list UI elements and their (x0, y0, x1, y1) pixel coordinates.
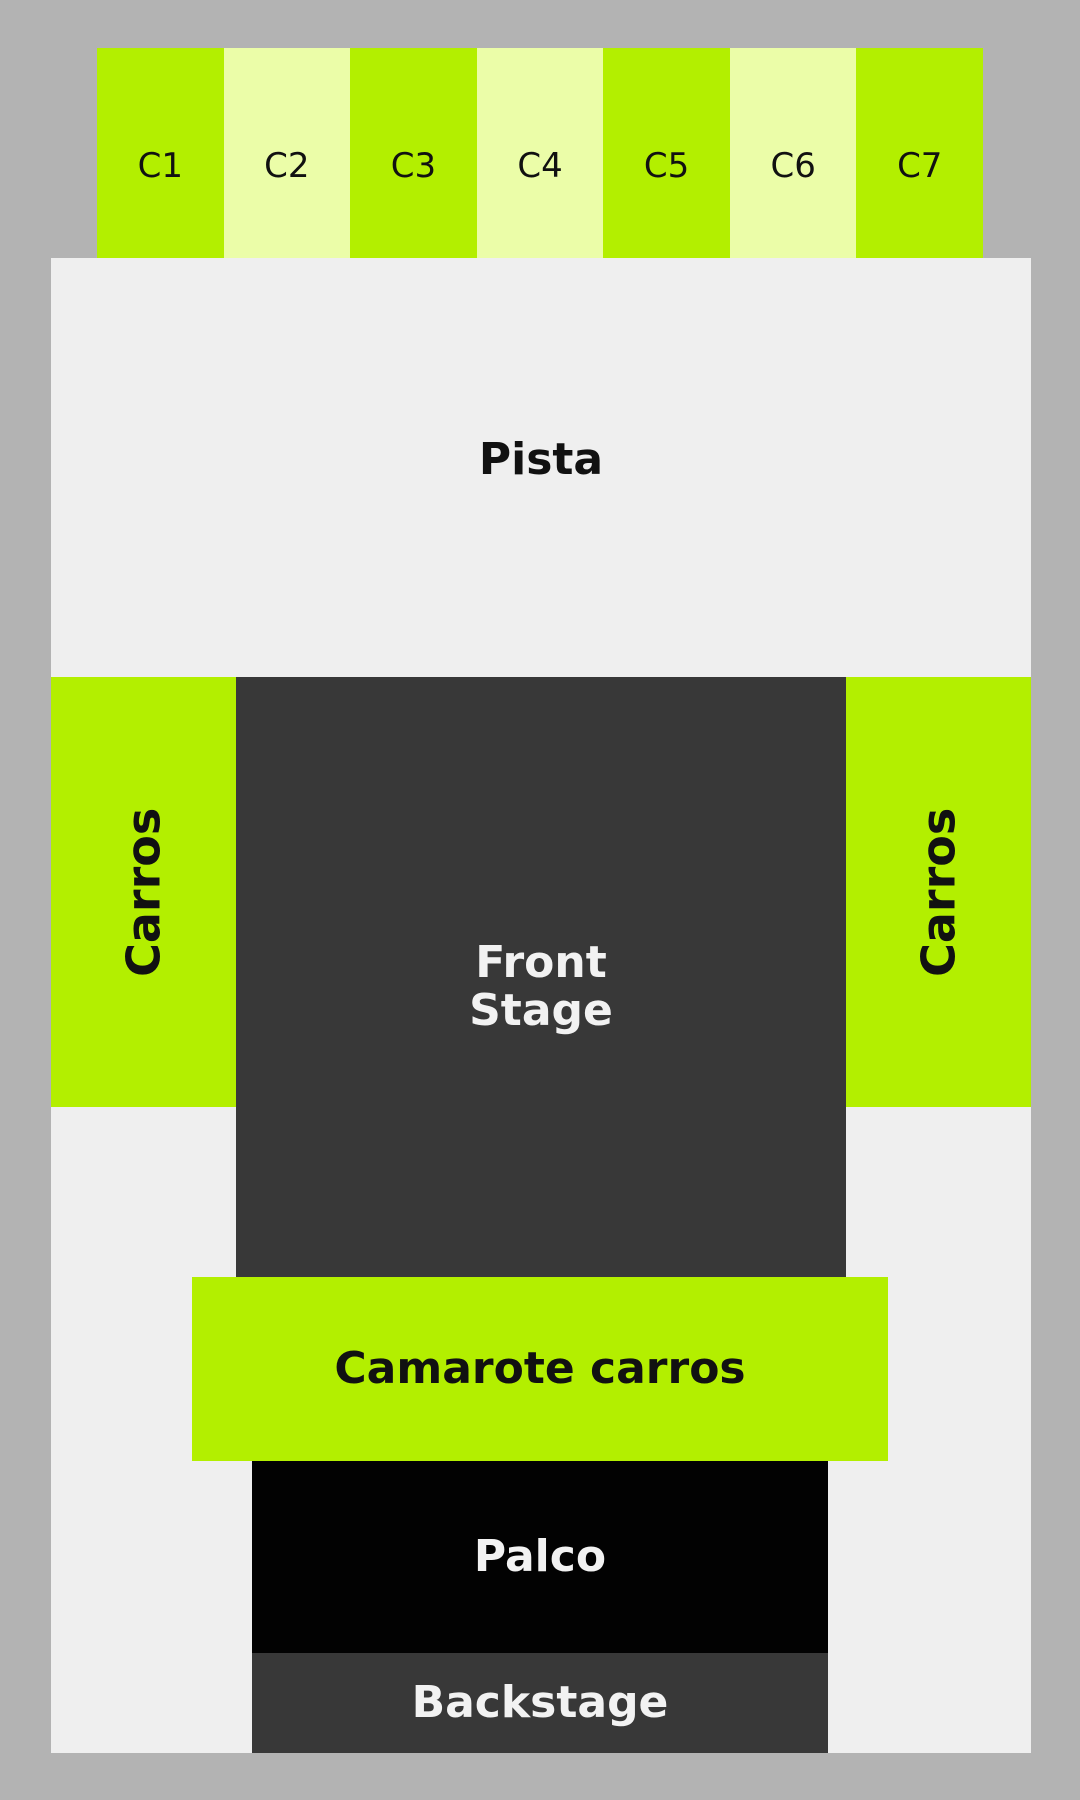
palco-area[interactable]: Palco (252, 1461, 828, 1653)
carros-right-label: Carros (911, 807, 966, 977)
camarote-c6[interactable]: C6 (729, 48, 857, 258)
camarotes-row: C1 C2 C3 C4 C5 C6 C7 (97, 48, 984, 258)
camarote-c7[interactable]: C7 (856, 48, 984, 258)
backstage-area[interactable]: Backstage (252, 1653, 828, 1753)
camarote-c4-label: C4 (517, 145, 563, 186)
camarote-c1[interactable]: C1 (97, 48, 224, 258)
carros-right-area[interactable]: Carros (846, 677, 1031, 1107)
camarote-c2-label: C2 (264, 145, 310, 186)
camarote-c3[interactable]: C3 (350, 48, 477, 258)
camarote-c3-label: C3 (390, 145, 437, 186)
camarote-c1-label: C1 (137, 145, 183, 186)
camarote-c4[interactable]: C4 (476, 48, 604, 258)
camarote-carros-area[interactable]: Camarote carros (192, 1277, 888, 1461)
carros-left-area[interactable]: Carros (51, 677, 236, 1107)
camarote-c6-label: C6 (770, 145, 816, 186)
palco-label: Palco (473, 1530, 607, 1582)
pista-label: Pista (478, 434, 604, 485)
front-stage-label: Front Stage (469, 936, 613, 1036)
camarote-carros-label: Camarote carros (334, 1342, 746, 1394)
camarote-c7-label: C7 (897, 145, 943, 186)
front-stage-area[interactable]: Front Stage (236, 677, 846, 1277)
camarote-c2[interactable]: C2 (223, 48, 351, 258)
camarote-c5[interactable]: C5 (603, 48, 730, 258)
backstage-label: Backstage (411, 1676, 669, 1728)
carros-left-label: Carros (116, 807, 171, 977)
camarote-c5-label: C5 (643, 145, 690, 186)
